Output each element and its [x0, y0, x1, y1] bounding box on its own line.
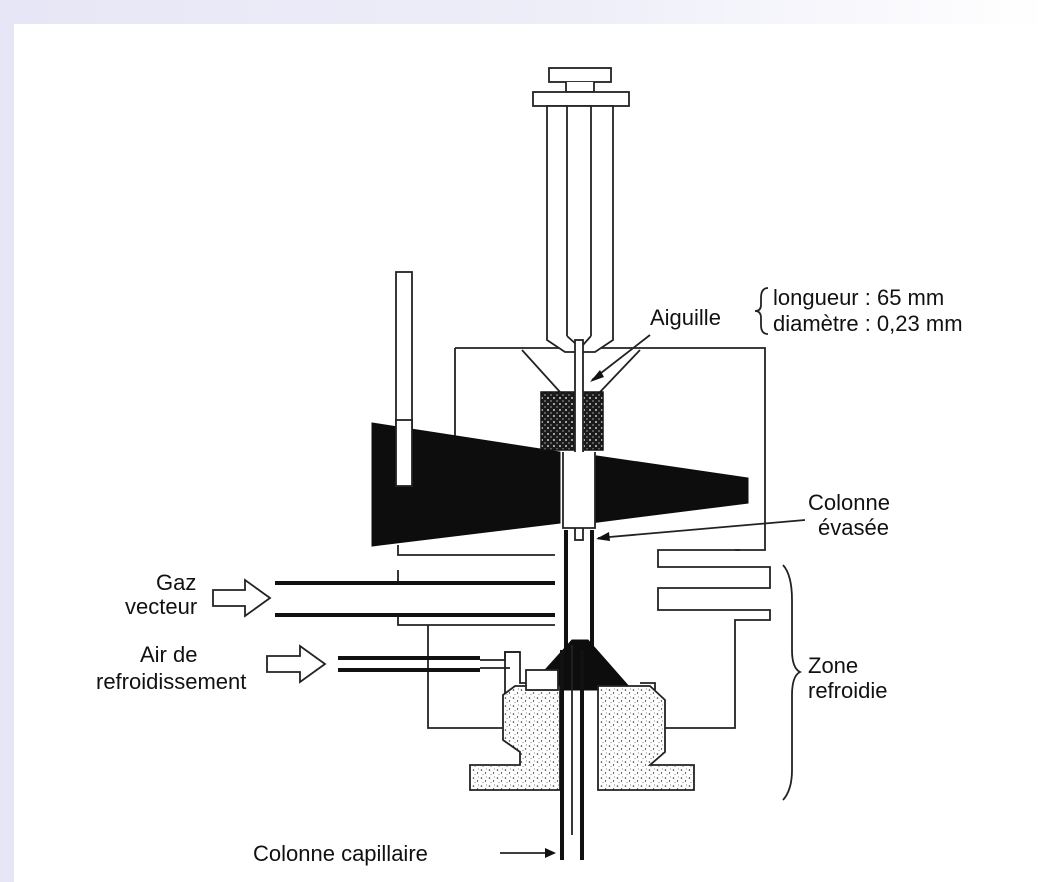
needle-length-label: longueur : 65 mm — [773, 285, 944, 310]
needle-leader-arrowhead — [590, 370, 604, 382]
syringe-flange — [532, 91, 630, 107]
septum-cone-left — [521, 349, 561, 393]
flared-column-label-line1: Colonne — [808, 490, 890, 515]
syringe-plunger-neck — [565, 82, 595, 93]
needle-leader — [591, 334, 651, 381]
flared-column-label-line2: évasée — [818, 515, 889, 540]
cooled-zone-label-line2: refroidie — [808, 678, 887, 703]
flared-column-leader — [597, 519, 806, 539]
carrier-gas-label-line2: vecteur — [125, 594, 197, 619]
septum — [540, 391, 604, 451]
vertical-rod-overlay — [395, 419, 413, 487]
cooling-air-label-line1: Air de — [140, 642, 197, 667]
cooling-air-connector — [480, 651, 520, 669]
syringe-plunger-cap — [548, 67, 612, 83]
syringe-plunger-inner — [566, 106, 592, 346]
fin-left-3 — [397, 615, 555, 626]
cooled-zone-label-line1: Zone — [808, 653, 858, 678]
fin-left-2 — [397, 570, 555, 583]
needle — [574, 339, 584, 541]
cooling-air-label-line2: refroidissement — [96, 669, 246, 694]
fin-right-1 — [657, 549, 771, 729]
nut-right — [597, 685, 695, 791]
heater-wedge-left — [371, 422, 561, 547]
cooled-zone-brace — [782, 564, 803, 801]
fin-left-1 — [397, 545, 555, 556]
septum-cone-right — [599, 349, 641, 393]
needle-label: Aiguille — [650, 305, 721, 330]
syringe-barrel — [546, 105, 614, 353]
nut-core — [525, 669, 559, 691]
capillary-column-label: Colonne capillaire — [253, 841, 428, 866]
nut-left — [469, 685, 561, 791]
needle-diameter-label: diamètre : 0,23 mm — [773, 311, 963, 336]
heater-wedge-right — [589, 454, 749, 524]
carrier-gas-label-line1: Gaz — [156, 570, 196, 595]
specs-brace — [754, 287, 769, 335]
carrier-gas-arrow — [212, 578, 272, 618]
flared-column-leader-arrowhead — [596, 532, 610, 541]
liner — [562, 452, 596, 529]
cooling-air-arrow — [266, 644, 327, 684]
body-left — [427, 625, 502, 729]
upper-housing — [454, 347, 766, 551]
capillary-leader-arrowhead — [545, 848, 556, 858]
